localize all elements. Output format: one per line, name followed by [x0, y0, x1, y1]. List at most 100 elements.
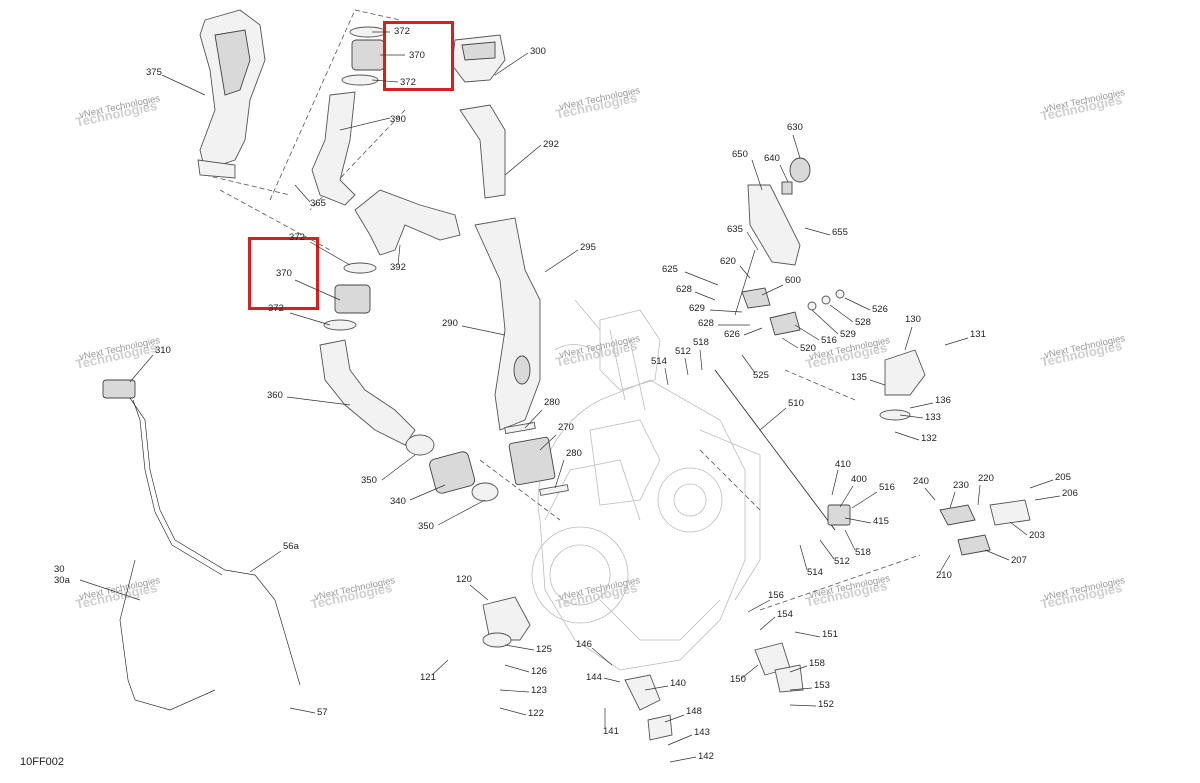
leader-line-57 [289, 707, 316, 714]
leader-line-121 [431, 659, 449, 676]
leader-line-126 [504, 664, 530, 673]
leader-line-135 [869, 379, 886, 386]
callout-146: 146 [576, 639, 592, 650]
callout-280a: 280 [544, 397, 560, 408]
leader-line-392 [397, 244, 401, 266]
callout-131: 131 [970, 329, 986, 340]
leader-line-130 [904, 326, 913, 351]
parts [102, 9, 1031, 741]
leader-line-410 [831, 469, 839, 496]
leader-line-629 [709, 309, 743, 313]
callout-514b: 514 [807, 567, 823, 578]
leader-line-30a [79, 579, 141, 601]
callout-640: 640 [764, 153, 780, 164]
leader-line-144 [603, 677, 621, 683]
callout-629: 629 [689, 303, 705, 314]
leader-line-153 [789, 687, 813, 691]
leader-line-220 [977, 484, 981, 506]
callout-525: 525 [753, 370, 769, 381]
leader-line-290 [461, 325, 506, 336]
callout-392: 392 [390, 262, 406, 273]
callout-203: 203 [1029, 530, 1045, 541]
callout-143: 143 [694, 727, 710, 738]
callout-512b: 512 [834, 556, 850, 567]
callout-410: 410 [835, 459, 851, 470]
leader-line-205 [1029, 479, 1054, 489]
leader-line-156 [747, 599, 771, 613]
leader-line-270 [539, 434, 557, 451]
callout-600: 600 [785, 275, 801, 286]
callout-372c: 372 [289, 232, 305, 243]
callout-230: 230 [953, 480, 969, 491]
callout-350b: 350 [418, 521, 434, 532]
leader-line-525 [741, 354, 756, 374]
highlight-box-top [383, 21, 454, 91]
callout-630: 630 [787, 122, 803, 133]
callout-30a: 30a [54, 575, 71, 586]
callout-372b: 372 [400, 77, 416, 88]
callout-206: 206 [1062, 488, 1078, 499]
callout-150: 150 [730, 674, 746, 685]
callout-375: 375 [146, 67, 162, 78]
leader-line-510 [759, 407, 787, 431]
callout-529: 529 [840, 329, 856, 340]
callout-135: 135 [851, 372, 867, 383]
callout-280b: 280 [566, 448, 582, 459]
leader-line-370b [294, 279, 341, 301]
callout-372a: 372 [394, 26, 410, 37]
diagram-reference: 10FF002 [20, 756, 64, 768]
callout-290: 290 [442, 318, 458, 329]
leader-line-520 [781, 337, 799, 349]
leader-line-132 [894, 431, 920, 441]
leader-line-529 [811, 309, 839, 335]
leader-line-372d [289, 312, 331, 326]
callout-628b: 628 [698, 318, 714, 329]
callout-516b: 516 [879, 482, 895, 493]
callout-518a: 518 [693, 337, 709, 348]
callout-126: 126 [531, 666, 547, 677]
callout-350a: 350 [361, 475, 377, 486]
callout-57: 57 [317, 707, 328, 718]
callout-123: 123 [531, 685, 547, 696]
leader-line-146 [591, 647, 613, 666]
leader-line-372b [371, 79, 399, 83]
callout-626: 626 [724, 329, 740, 340]
callout-56a: 56a [283, 541, 300, 552]
leader-line-154 [759, 616, 776, 631]
callout-133: 133 [925, 412, 941, 423]
leader-line-158 [789, 665, 808, 673]
callout-365: 365 [310, 198, 326, 209]
leader-line-655 [804, 227, 831, 236]
callout-120: 120 [456, 574, 472, 585]
leader-line-518a [699, 349, 703, 371]
callout-300: 300 [530, 46, 546, 57]
callout-154: 154 [777, 609, 793, 620]
leader-line-526 [844, 297, 871, 311]
callout-labels: 3753723703723003902923653923723703722952… [54, 26, 1078, 762]
leader-line-415 [844, 517, 872, 524]
leader-line-375 [161, 74, 206, 96]
leader-line-292 [504, 144, 542, 176]
callout-360: 360 [267, 390, 283, 401]
leader-line-295 [544, 249, 579, 273]
callout-340: 340 [390, 496, 406, 507]
callout-210: 210 [936, 570, 952, 581]
leader-line-125 [504, 644, 535, 651]
leader-line-133 [899, 414, 924, 419]
callout-30: 30 [54, 564, 65, 575]
callout-148: 148 [686, 706, 702, 717]
leader-line-143 [667, 734, 693, 746]
callout-125: 125 [536, 644, 552, 655]
callout-156: 156 [768, 590, 784, 601]
leader-line-350b [437, 499, 486, 526]
leader-line-528 [829, 304, 854, 323]
